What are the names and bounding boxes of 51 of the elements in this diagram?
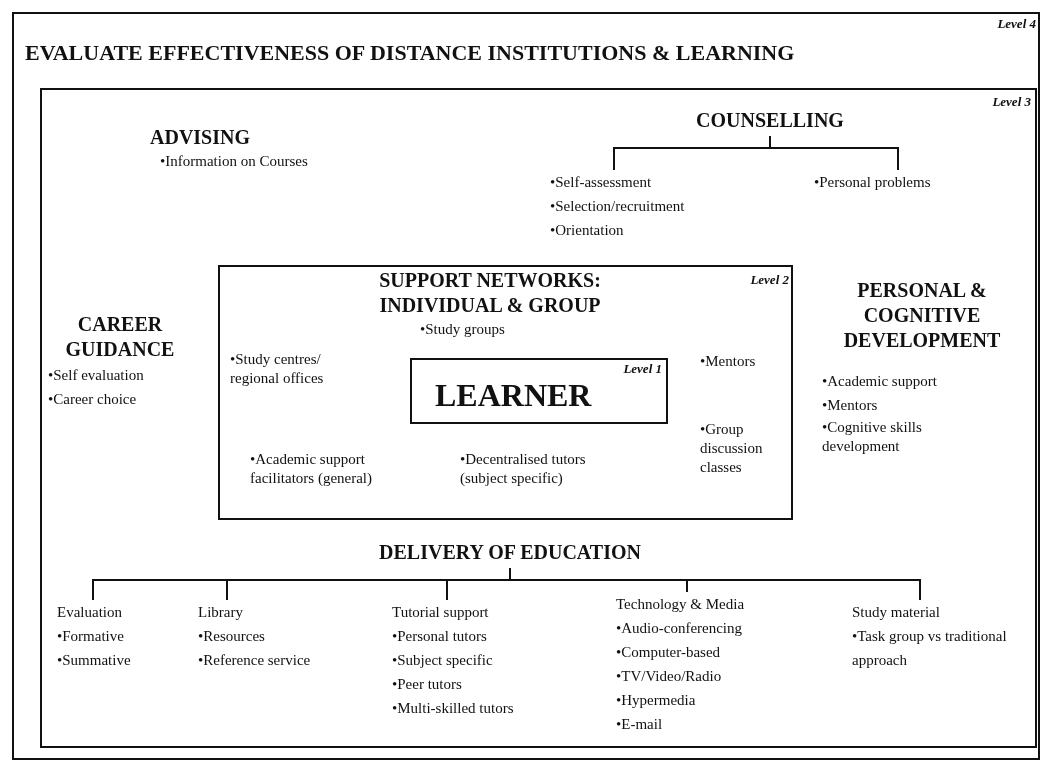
bullet-item: •Hypermedia: [616, 691, 696, 710]
bullet-item: •Subject specific: [392, 651, 493, 670]
bullet-item: •Personal tutors: [392, 627, 487, 646]
section-heading: SUPPORT NETWORKS: INDIVIDUAL & GROUP: [378, 268, 602, 318]
bullet-item: •Mentors: [822, 396, 879, 415]
bullet-item: •Information on Courses: [160, 152, 309, 171]
category-heading: Technology & Media: [616, 595, 745, 614]
bullet-item: •TV/Video/Radio: [616, 667, 722, 686]
bullet-item: •Academic support facilitators (general): [250, 450, 373, 488]
level-label: Level 2: [749, 272, 789, 288]
category-heading: Study material: [852, 603, 940, 622]
level-2-frame: [218, 265, 793, 520]
level-label: Level 4: [996, 16, 1036, 32]
bullet-item: •Resources: [198, 627, 265, 646]
section-heading: CAREER GUIDANCE: [64, 312, 176, 362]
section-heading: ADVISING: [150, 125, 252, 150]
bullet-item: •Selection/recruitment: [550, 197, 685, 216]
section-heading: PERSONAL & COGNITIVE DEVELOPMENT: [842, 278, 1002, 353]
section-heading: COUNSELLING: [696, 108, 844, 133]
bullet-item: •Study groups: [420, 320, 506, 339]
category-heading: Evaluation: [57, 603, 122, 622]
bullet-item: •Summative: [57, 651, 131, 670]
bullet-item: •Computer-based: [616, 643, 721, 662]
category-heading: Tutorial support: [392, 603, 489, 622]
bullet-item: •Mentors: [700, 352, 757, 371]
connector-line: [769, 135, 899, 171]
learner-box: [410, 358, 668, 424]
section-heading: DELIVERY OF EDUCATION: [379, 540, 641, 565]
bullet-item: •Multi-skilled tutors: [392, 699, 514, 718]
bullet-item: •Group discussion classes: [700, 420, 764, 477]
bullet-item: •Study centres/ regional offices: [230, 350, 325, 388]
level-label: Level 1: [622, 361, 662, 377]
bullet-item: •Peer tutors: [392, 675, 462, 694]
bullet-item: •Orientation: [550, 221, 624, 240]
level-label: Level 3: [991, 94, 1031, 110]
bullet-item: •Personal problems: [814, 173, 931, 192]
bullet-item: •Self-assessment: [550, 173, 652, 192]
bullet-item: •Audio-conferencing: [616, 619, 743, 638]
bullet-item: •Career choice: [48, 390, 138, 409]
frame-heading: EVALUATE EFFECTIVENESS OF DISTANCE INSTITUTIONS & LEARNING: [25, 40, 796, 66]
bullet-item: •Formative: [57, 627, 124, 646]
learner-label: LEARNER: [435, 377, 593, 413]
category-heading: Library: [198, 603, 243, 622]
connector-line: [509, 567, 921, 601]
bullet-item: •E-mail: [616, 715, 663, 734]
bullet-item: •Self evaluation: [48, 366, 145, 385]
bullet-item: •Cognitive skills development: [822, 418, 923, 456]
bullet-item: •Decentralised tutors (subject specific): [460, 450, 587, 488]
bullet-item: •Reference service: [198, 651, 311, 670]
bullet-item: •Task group vs traditional approach: [852, 627, 1008, 670]
bullet-item: •Academic support: [822, 372, 938, 391]
